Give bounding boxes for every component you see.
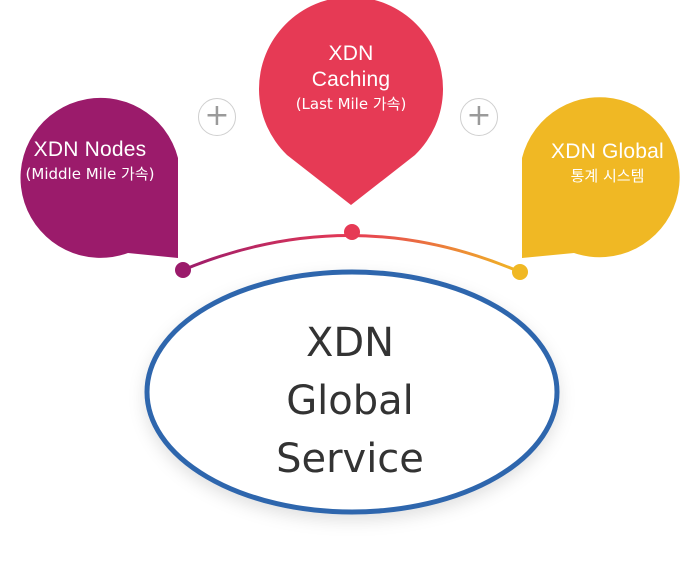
connector-dot-middle — [344, 224, 360, 240]
xdn-global-teardrop — [522, 97, 680, 259]
xdn-nodes-teardrop — [20, 97, 178, 258]
plus-icon: + — [460, 98, 498, 136]
connector-dot-left — [175, 262, 191, 278]
center-service-ellipse — [144, 269, 560, 515]
xdn-caching-teardrop — [259, 0, 443, 205]
connector-arc — [182, 234, 521, 274]
plus-icon: + — [198, 98, 236, 136]
connector-dot-right — [512, 264, 528, 280]
